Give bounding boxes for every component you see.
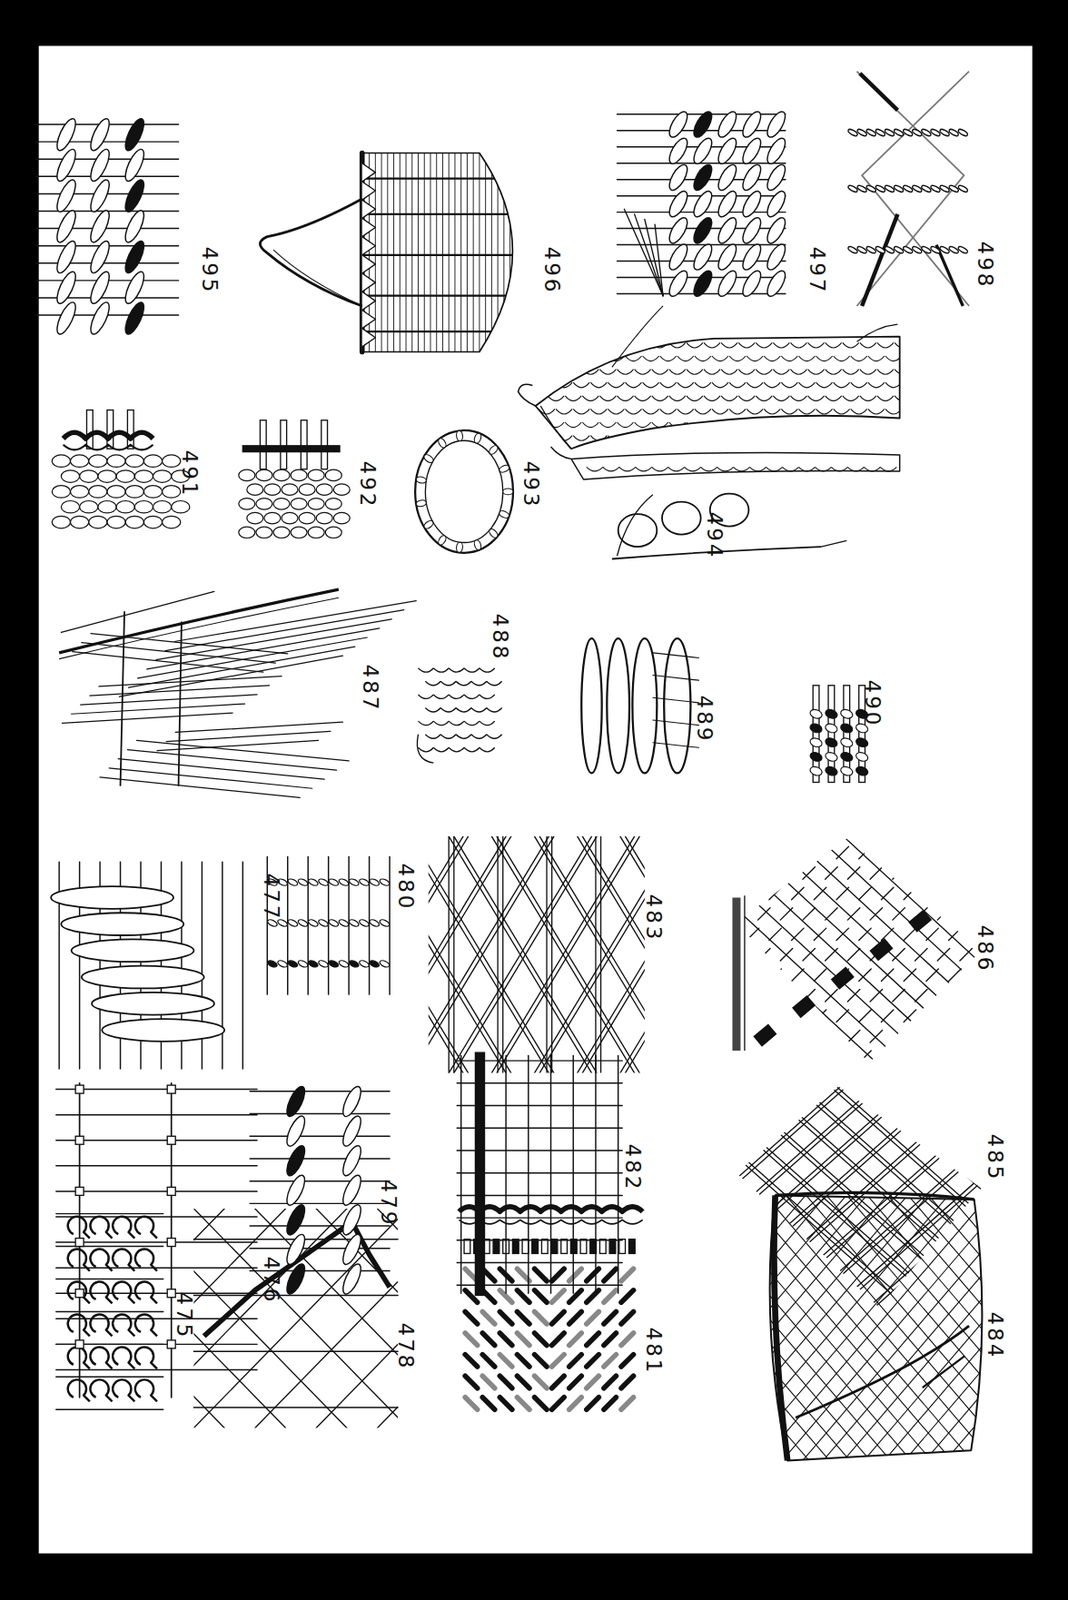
figure-number: 490	[861, 680, 883, 729]
figure-number: 481	[642, 1327, 663, 1376]
figure-number: 493	[520, 460, 542, 509]
figure-number: 484	[984, 1312, 1006, 1361]
figure-number: 492	[356, 460, 378, 509]
figure-number: 477	[259, 873, 281, 922]
figure-number: 483	[642, 893, 663, 942]
figure-number: 498	[973, 241, 995, 290]
figure-number: 482	[622, 1144, 643, 1193]
figure-number: 494	[703, 511, 725, 560]
figure-number: 486	[973, 924, 995, 973]
figure-number: 485	[984, 1133, 1006, 1182]
figure-number: 496	[540, 246, 562, 295]
figure-number: 479	[376, 1179, 398, 1228]
figure-number: 475	[173, 1291, 195, 1340]
figure-number: 487	[358, 664, 380, 713]
figure-number: 491	[178, 450, 199, 499]
figure-number: 476	[259, 1255, 281, 1305]
figure-number: 478	[394, 1322, 416, 1371]
figure-number: 488	[489, 613, 511, 663]
figure-number: 495	[198, 246, 220, 295]
figure-number: 497	[805, 246, 827, 295]
figure-number: 489	[693, 694, 715, 743]
page-ground	[39, 46, 1033, 1554]
figure-number: 480	[394, 863, 416, 912]
